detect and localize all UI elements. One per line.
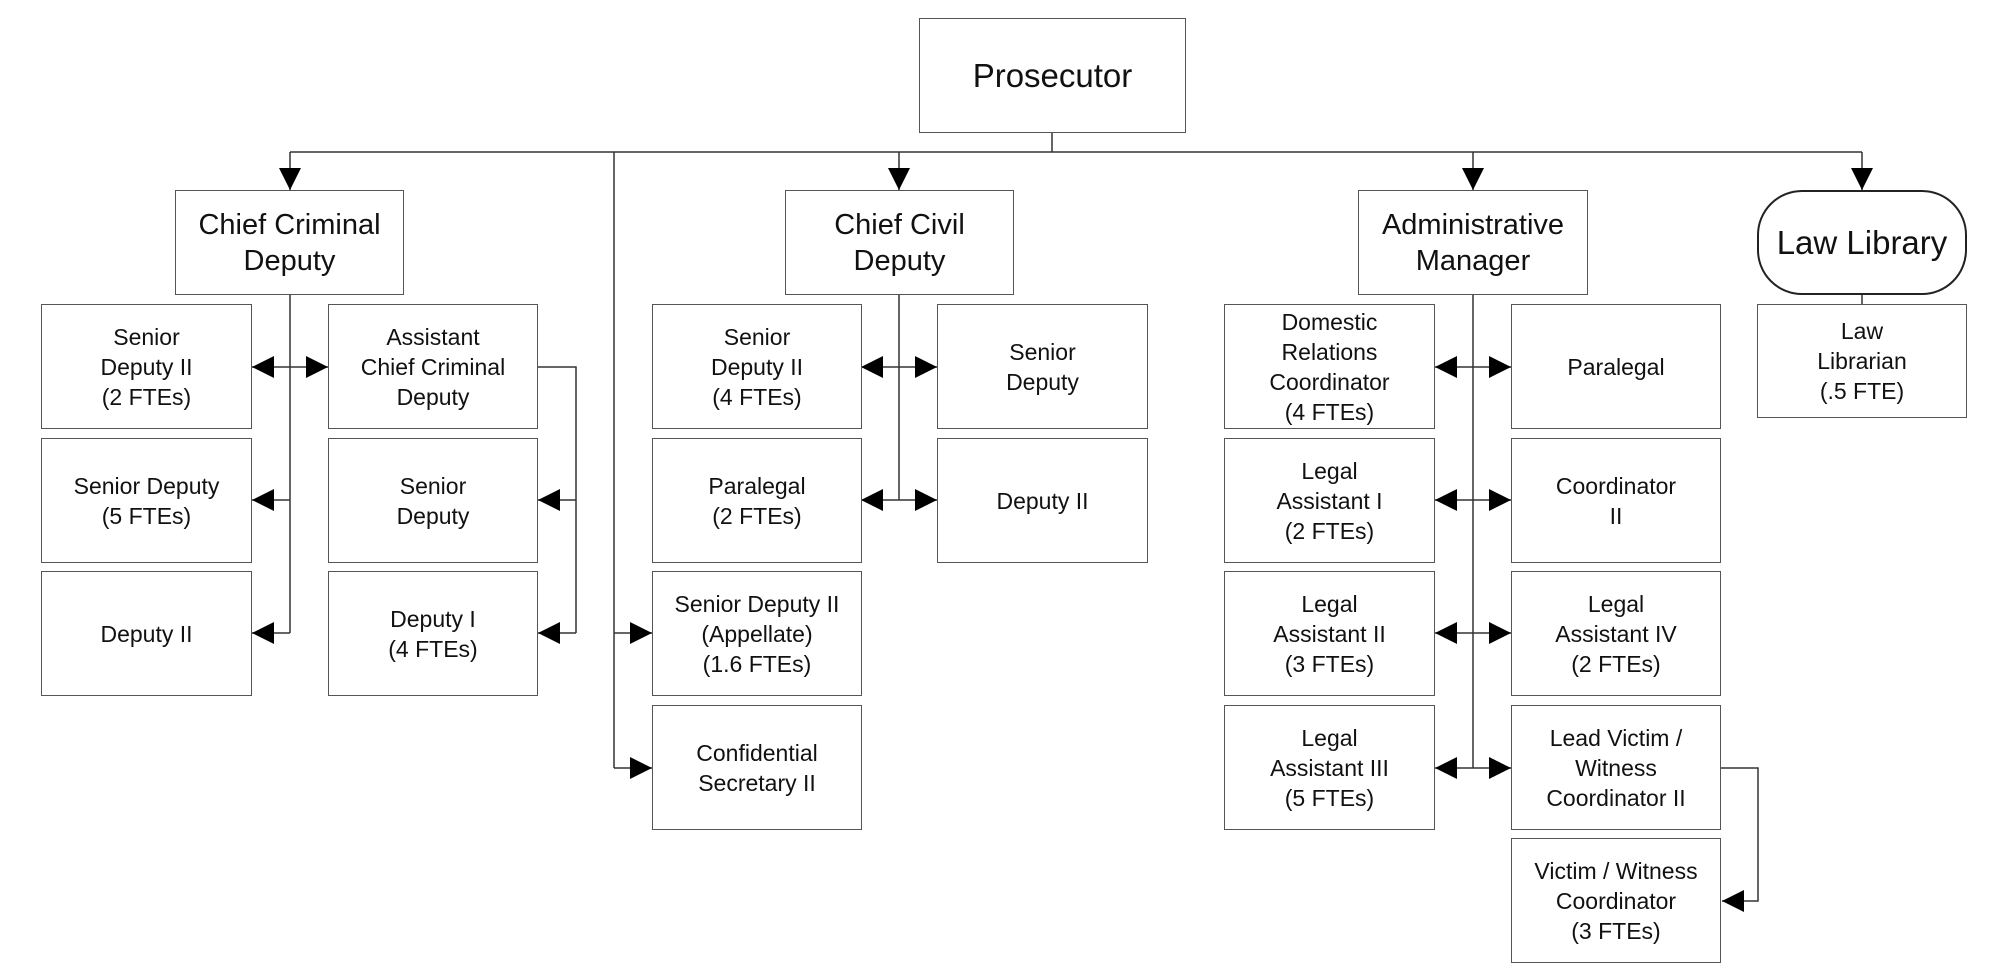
legal-assistant-ii-label: Legal Assistant II (3 FTEs) [1273, 590, 1386, 677]
legal-assistant-i-box: Legal Assistant I (2 FTEs) [1224, 438, 1435, 563]
lead-victim-witness-coordinator-box: Lead Victim / Witness Coordinator II [1511, 705, 1721, 830]
civil-senior-deputy-label: Senior Deputy [1006, 338, 1079, 395]
assistant-chief-criminal-deputy-label: Assistant Chief Criminal Deputy [360, 323, 506, 410]
prosecutor-label: Prosecutor [972, 56, 1133, 94]
civil-deputy-ii-box: Deputy II [937, 438, 1148, 563]
law-librarian-box: Law Librarian (.5 FTE) [1757, 304, 1967, 418]
admin-paralegal-label: Paralegal [1567, 353, 1665, 380]
civil-paralegal-box: Paralegal (2 FTEs) [652, 438, 862, 563]
legal-assistant-i-label: Legal Assistant I (2 FTEs) [1276, 457, 1383, 544]
civil-paralegal-label: Paralegal (2 FTEs) [708, 472, 806, 529]
coordinator-ii-box: Coordinator II [1511, 438, 1721, 563]
appellate-senior-deputy-box: Senior Deputy II (Appellate) (1.6 FTEs) [652, 571, 862, 696]
chief-criminal-deputy-label: Chief Criminal Deputy [198, 208, 381, 277]
law-librarian-label: Law Librarian (.5 FTE) [1817, 318, 1907, 404]
civil-senior-deputy-box: Senior Deputy [937, 304, 1148, 429]
criminal-senior-deputy-ii-label: Senior Deputy II (2 FTEs) [100, 323, 193, 410]
assistant-deputy-i-box: Deputy I (4 FTEs) [328, 571, 538, 696]
assistant-senior-deputy-box: Senior Deputy [328, 438, 538, 563]
legal-assistant-iv-box: Legal Assistant IV (2 FTEs) [1511, 571, 1721, 696]
confidential-secretary-box: Confidential Secretary II [652, 705, 862, 830]
domestic-relations-coordinator-label: Domestic Relations Coordinator (4 FTEs) [1269, 308, 1390, 425]
criminal-deputy-ii-label: Deputy II [100, 620, 193, 647]
legal-assistant-ii-box: Legal Assistant II (3 FTEs) [1224, 571, 1435, 696]
legal-assistant-iii-box: Legal Assistant III (5 FTEs) [1224, 705, 1435, 830]
victim-witness-coordinator-label: Victim / Witness Coordinator (3 FTEs) [1534, 857, 1698, 944]
civil-deputy-ii-label: Deputy II [996, 487, 1089, 514]
chief-criminal-deputy-box: Chief Criminal Deputy [175, 190, 404, 295]
assistant-chief-criminal-deputy-box: Assistant Chief Criminal Deputy [328, 304, 538, 429]
criminal-senior-deputy-label: Senior Deputy (5 FTEs) [73, 472, 220, 529]
confidential-secretary-label: Confidential Secretary II [696, 739, 818, 796]
criminal-senior-deputy-box: Senior Deputy (5 FTEs) [41, 438, 252, 563]
civil-senior-deputy-ii-label: Senior Deputy II (4 FTEs) [710, 323, 804, 410]
appellate-senior-deputy-label: Senior Deputy II (Appellate) (1.6 FTEs) [674, 590, 840, 677]
domestic-relations-coordinator-box: Domestic Relations Coordinator (4 FTEs) [1224, 304, 1435, 429]
assistant-deputy-i-label: Deputy I (4 FTEs) [388, 605, 478, 662]
legal-assistant-iii-label: Legal Assistant III (5 FTEs) [1270, 724, 1389, 811]
prosecutor-box: Prosecutor [919, 18, 1186, 133]
criminal-senior-deputy-ii-box: Senior Deputy II (2 FTEs) [41, 304, 252, 429]
administrative-manager-label: Administrative Manager [1381, 208, 1565, 277]
legal-assistant-iv-label: Legal Assistant IV (2 FTEs) [1555, 590, 1677, 677]
lead-victim-witness-coordinator-label: Lead Victim / Witness Coordinator II [1546, 724, 1686, 811]
criminal-deputy-ii-box: Deputy II [41, 571, 252, 696]
law-library-label: Law Library [1776, 223, 1948, 261]
civil-senior-deputy-ii-box: Senior Deputy II (4 FTEs) [652, 304, 862, 429]
admin-paralegal-box: Paralegal [1511, 304, 1721, 429]
victim-witness-coordinator-box: Victim / Witness Coordinator (3 FTEs) [1511, 838, 1721, 963]
chief-civil-deputy-box: Chief Civil Deputy [785, 190, 1014, 295]
assistant-senior-deputy-label: Senior Deputy [396, 472, 470, 529]
administrative-manager-box: Administrative Manager [1358, 190, 1588, 295]
law-library-box: Law Library [1757, 190, 1967, 295]
coordinator-ii-label: Coordinator II [1555, 472, 1677, 529]
chief-civil-deputy-label: Chief Civil Deputy [834, 208, 965, 277]
